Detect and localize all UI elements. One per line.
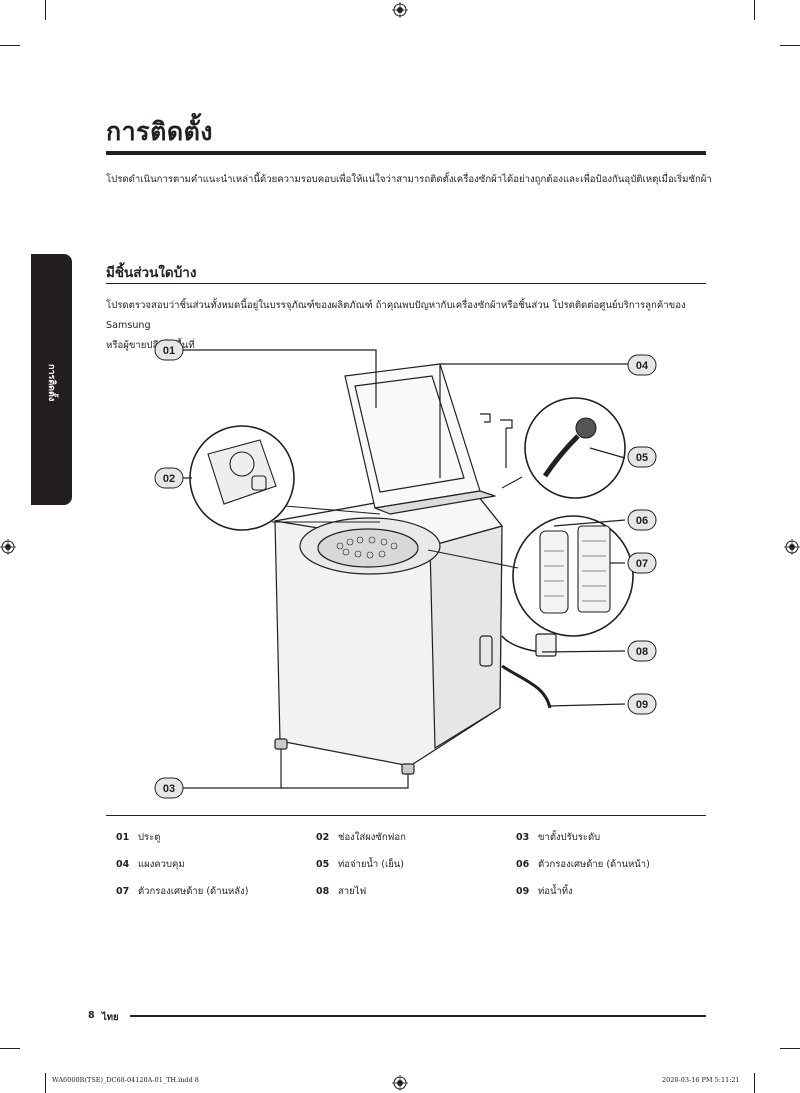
crop-mark — [0, 1048, 20, 1049]
washer-foot — [274, 738, 288, 750]
parts-item-number: 07 — [116, 886, 130, 897]
parts-item-label: ท่อน้ำทิ้ง — [538, 886, 573, 897]
parts-item-number: 03 — [516, 832, 530, 843]
crop-mark — [780, 45, 800, 46]
parts-item-number: 04 — [116, 859, 130, 870]
section-divider — [106, 283, 706, 284]
parts-table-divider — [106, 815, 706, 816]
parts-item: 08 สายไฟ — [316, 884, 366, 899]
parts-item: 01 ประตู — [116, 830, 160, 845]
page-title: การติดตั้ง — [106, 117, 214, 146]
callout-01: 01 — [154, 339, 184, 361]
parts-item: 07 ตัวกรองเศษด้าย (ด้านหลัง) — [116, 884, 248, 899]
callout-label: 08 — [636, 646, 648, 658]
parts-item-number: 02 — [316, 832, 330, 843]
detail-circle-water-hose — [524, 397, 626, 499]
washer-pulsator — [317, 528, 419, 568]
side-tab-label: การติดตั้ง — [46, 364, 56, 402]
intro-text: โปรดดำเนินการตามคำแนะนำเหล่านี้ด้วยความร… — [106, 174, 712, 185]
registration-mark-icon — [392, 2, 408, 18]
callout-04: 04 — [627, 354, 657, 376]
callout-05: 05 — [627, 446, 657, 468]
registration-mark-icon — [392, 1075, 408, 1091]
parts-item-number: 08 — [316, 886, 330, 897]
section-description-line-1: โปรดตรวจสอบว่าชิ้นส่วนทั้งหมดนี้อยู่ในบร… — [106, 300, 686, 331]
callout-label: 04 — [636, 360, 649, 372]
parts-item: 06 ตัวกรองเศษด้าย (ด้านหน้า) — [516, 857, 650, 872]
crop-mark — [780, 1048, 800, 1049]
crop-mark — [754, 0, 755, 20]
callout-label: 02 — [163, 473, 175, 485]
registration-mark-icon — [0, 539, 16, 555]
parts-item-number: 01 — [116, 832, 130, 843]
drain-hose — [501, 664, 552, 709]
callout-03: 03 — [154, 777, 184, 799]
parts-item-label: ขาตั้งปรับระดับ — [538, 832, 601, 843]
callout-07: 07 — [627, 552, 657, 574]
washer-foot — [401, 763, 415, 775]
registration-mark-icon — [784, 539, 800, 555]
parts-item: 09 ท่อน้ำทิ้ง — [516, 884, 573, 899]
parts-item-label: แผงควบคุม — [138, 859, 185, 870]
parts-item: 03 ขาตั้งปรับระดับ — [516, 830, 600, 845]
title-divider — [106, 151, 706, 155]
washer-control-panel — [374, 490, 496, 515]
parts-item-number: 09 — [516, 886, 530, 897]
parts-item-label: ท่อจ่ายน้ำ (เย็น) — [338, 859, 405, 870]
parts-item: 04 แผงควบคุม — [116, 857, 185, 872]
water-faucet-icon — [480, 413, 513, 468]
callout-label: 06 — [636, 515, 648, 527]
side-tab — [31, 254, 72, 505]
callout-06: 06 — [627, 509, 657, 531]
footer-divider — [130, 1015, 706, 1017]
section-title: มีชิ้นส่วนใดบ้าง — [106, 265, 197, 281]
parts-item-label: สายไฟ — [338, 886, 367, 897]
callout-09: 09 — [627, 693, 657, 715]
parts-item-number: 05 — [316, 859, 330, 870]
wall-outlet — [535, 633, 557, 657]
crop-mark — [45, 0, 46, 20]
section-description-line-2: หรือผู้ขายปลีกในพื้นที่ — [106, 340, 195, 351]
print-slug-file: WA6000R(TSE)_DC68-04120A-01_TH.indd 8 — [52, 1076, 199, 1084]
callout-label: 01 — [163, 345, 175, 357]
print-slug-timestamp: 2020-03-16 PM 5:11:21 — [662, 1076, 740, 1084]
parts-item-label: ช่องใส่ผงซักฟอก — [338, 832, 406, 843]
parts-item: 05 ท่อจ่ายน้ำ (เย็น) — [316, 857, 404, 872]
callout-label: 09 — [636, 699, 648, 711]
parts-item-label: ตัวกรองเศษด้าย (ด้านหลัง) — [138, 886, 249, 897]
callout-label: 05 — [636, 452, 648, 464]
callout-02: 02 — [154, 467, 184, 489]
crop-mark — [45, 1073, 46, 1093]
callout-08: 08 — [627, 640, 657, 662]
washing-machine-parts-illustration: 01 02 03 04 05 06 07 08 09 — [154, 339, 657, 799]
washer-handle — [479, 635, 493, 667]
section-description: โปรดตรวจสอบว่าชิ้นส่วนทั้งหมดนี้อยู่ในบร… — [106, 296, 706, 356]
detail-circle-lint-filters — [512, 515, 634, 637]
callout-label: 07 — [636, 558, 648, 570]
page-number: 8 — [88, 1010, 95, 1021]
parts-item: 02 ช่องใส่ผงซักฟอก — [316, 830, 406, 845]
crop-mark — [0, 45, 20, 46]
parts-item-label: ประตู — [138, 832, 161, 843]
callout-label: 03 — [163, 783, 175, 795]
footer-language: ไทย — [102, 1012, 119, 1023]
parts-item-number: 06 — [516, 859, 530, 870]
parts-item-label: ตัวกรองเศษด้าย (ด้านหน้า) — [538, 859, 650, 870]
crop-mark — [754, 1073, 755, 1093]
